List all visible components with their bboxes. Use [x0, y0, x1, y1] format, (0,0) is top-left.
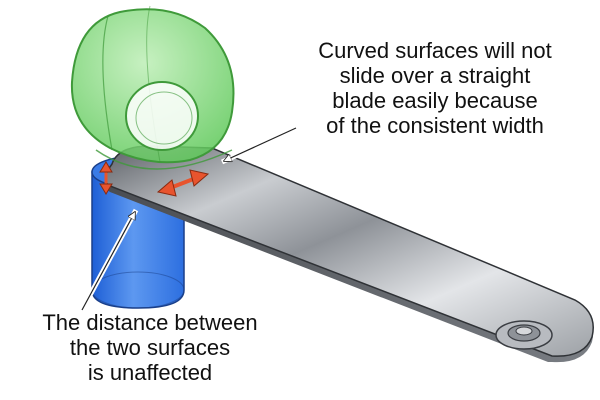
callout-bottom-line: the two surfaces [69, 335, 231, 360]
pointer-arrow-bottom [79, 208, 139, 312]
pointer-arrow-top [220, 125, 298, 165]
callout-curved-surfaces: Curved surfaces will not slide over a st… [270, 38, 600, 138]
callout-top-line: Curved surfaces will not [318, 38, 552, 63]
steel-blade [104, 145, 594, 363]
callout-bottom-line: The distance between [42, 310, 258, 335]
blade-pivot-hole [495, 320, 553, 350]
callout-bottom-line: is unaffected [87, 360, 213, 385]
callout-top-line: of the consistent width [326, 113, 544, 138]
gap-arrow-vertical [99, 161, 113, 195]
callout-top-line: blade easily because [332, 88, 538, 113]
callout-distance-unaffected: The distance between the two surfaces is… [10, 310, 290, 385]
gap-arrow-horizontal [156, 169, 210, 197]
green-curved-gauge [70, 5, 235, 170]
callout-top-line: slide over a straight [339, 63, 531, 88]
